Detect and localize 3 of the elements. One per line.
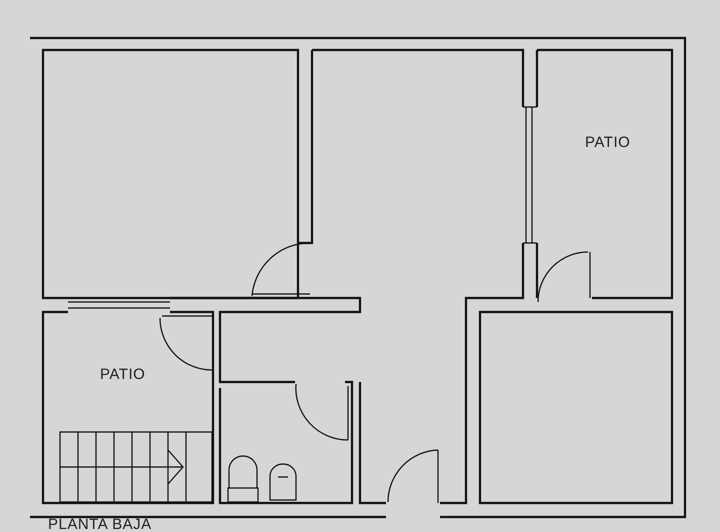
room-label: PATIO <box>100 366 146 383</box>
room-label: PATIO <box>585 134 630 151</box>
plan-title: PLANTA BAJA <box>48 516 152 532</box>
